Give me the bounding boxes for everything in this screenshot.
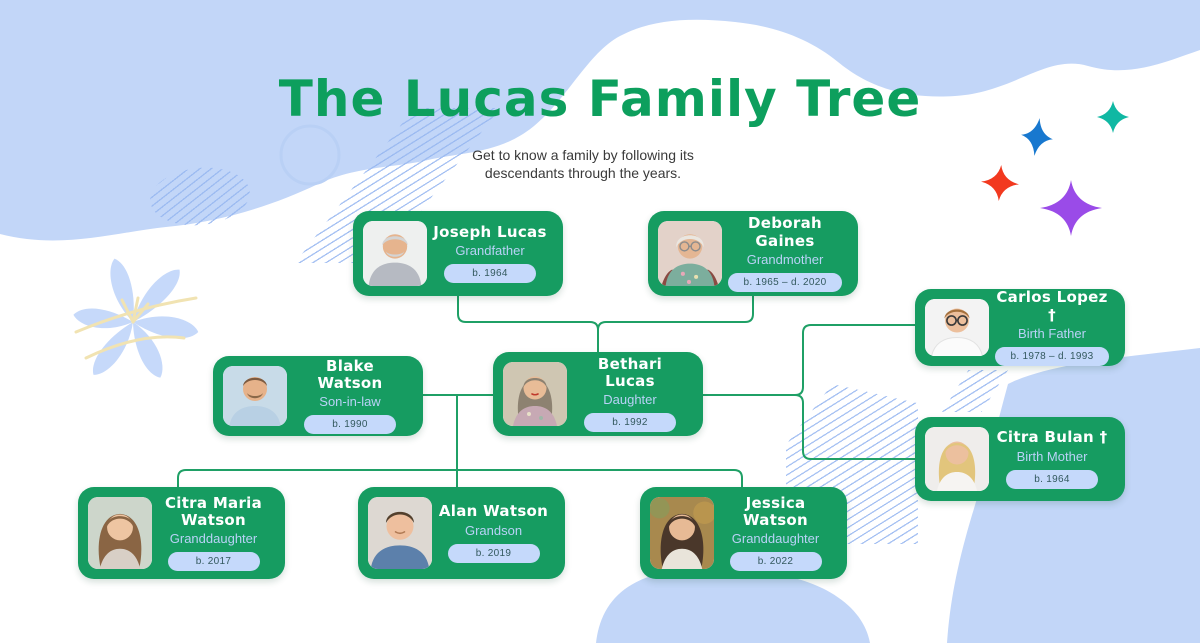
page-subtitle: Get to know a family by following its de… [472,147,694,182]
person-card-blake-watson: Blake Watson Son-in-law b. 1990 [213,356,423,436]
portrait-bethari-lucas [503,362,567,426]
connector-grandfather [457,295,599,353]
person-role: Daughter [603,392,657,408]
connector-grandmother [597,295,754,331]
portrait-citra-maria-watson [88,497,152,569]
person-dates-badge: b. 2019 [447,543,540,563]
connector-birth-father [794,324,916,396]
lily-flower-illustration [73,258,199,378]
person-name: Citra Maria Watson [164,493,263,529]
person-card-joseph-lucas: Joseph Lucas Grandfather b. 1964 [353,211,563,296]
sparkle-red-icon [981,165,1019,201]
sparkle-blue-icon [1021,118,1053,156]
person-role: Granddaughter [169,531,258,547]
portrait-blake-watson [223,366,287,426]
portrait-citra-bulan [925,427,989,491]
person-card-carlos-lopez: Carlos Lopez † Birth Father b. 1978 – d.… [915,289,1125,366]
person-card-jessica-watson: Jessica Watson Granddaughter b. 2022 [640,487,847,579]
portrait-joseph-lucas [363,221,427,286]
person-dates-badge: b. 2022 [729,552,822,572]
portrait-alan-watson [368,497,432,569]
page-title: The Lucas Family Tree [278,70,922,128]
person-role: Grandfather [455,243,525,259]
portrait-carlos-lopez [925,299,989,356]
person-card-citra-maria-watson: Citra Maria Watson Granddaughter b. 2017 [78,487,285,579]
sparkle-icons [981,101,1129,236]
person-card-alan-watson: Alan Watson Grandson b. 2019 [358,487,565,579]
person-role: Son-in-law [319,394,381,410]
person-role: Grandmother [746,251,824,267]
sparkle-purple-icon [1040,180,1102,236]
bottom-center-blob-shape [596,568,870,643]
sparkle-teal-icon [1097,101,1129,133]
person-dates-badge: b. 1965 – d. 2020 [727,272,843,292]
person-role: Grandson [464,522,523,538]
connector-birth-mother [794,394,916,460]
person-dates-badge: b. 1978 – d. 1993 [994,346,1110,366]
person-name: Bethari Lucas [597,354,663,390]
person-name: Citra Bulan † [996,428,1108,447]
person-name: Alan Watson [438,502,549,521]
person-dates-badge: b. 1992 [584,413,676,433]
person-dates-badge: b. 1964 [1006,469,1098,489]
person-card-deborah-gaines: Deborah Gaines Grandmother b. 1965 – d. … [648,211,858,296]
person-name: Deborah Gaines [748,214,822,250]
person-dates-badge: b. 1990 [304,415,396,435]
person-role: Granddaughter [731,531,820,547]
portrait-jessica-watson [650,497,714,569]
portrait-deborah-gaines [658,221,722,286]
connector-children-rail [177,469,743,488]
person-name: Blake Watson [317,356,383,392]
person-role: Birth Father [1018,325,1086,341]
top-blob-shape [0,0,1200,241]
person-name: Carlos Lopez † [996,288,1108,324]
person-dates-badge: b. 2017 [167,552,260,572]
circle-outline-decor [279,124,341,186]
person-name: Jessica Watson [742,493,808,529]
person-role: Birth Mother [1016,448,1088,464]
person-dates-badge: b. 1964 [444,264,536,284]
person-card-bethari-lucas: Bethari Lucas Daughter b. 1992 [493,352,703,436]
person-name: Joseph Lucas [433,222,547,241]
person-card-citra-bulan: Citra Bulan † Birth Mother b. 1964 [915,417,1125,501]
